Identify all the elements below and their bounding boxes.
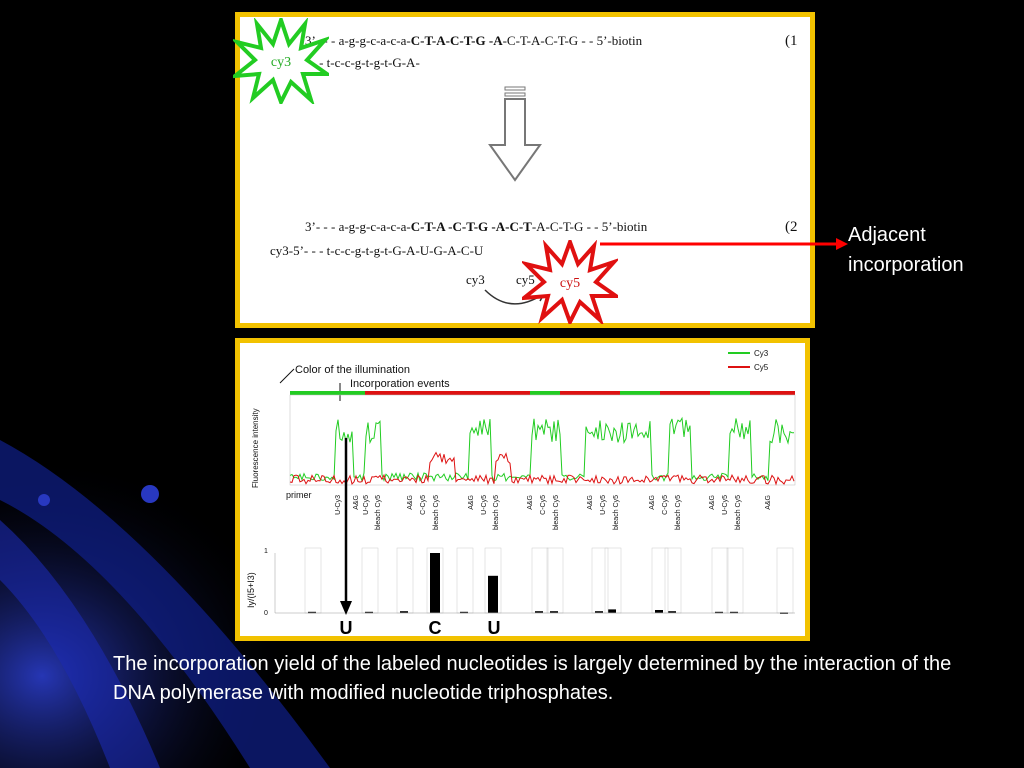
step-label: C-Cy5 — [420, 495, 427, 515]
events-annotation: Incorporation events — [350, 378, 450, 390]
step-label: bleach Cy5 — [375, 495, 382, 530]
bar-frame — [361, 547, 379, 614]
slide-caption: The incorporation yield of the labeled n… — [113, 653, 952, 704]
illumination-segment — [620, 391, 660, 395]
step-label: bleach Cy5 — [433, 495, 440, 530]
illumination-segment — [365, 391, 380, 395]
dna-sequence-panel: 3’- - - a-g-g-c-a-c-a-C-T-A-C-T-G -A-C-T… — [235, 12, 815, 328]
ratio-bar — [488, 575, 498, 613]
step-label: C-Cy5 — [540, 495, 547, 515]
bar-frame — [726, 547, 744, 614]
step-label: A&G — [765, 495, 772, 510]
bar-frame — [456, 547, 474, 614]
step-label: U-Cy3 — [335, 495, 342, 515]
step-label: U-Cy5 — [722, 495, 729, 515]
illumination-segment — [560, 391, 620, 395]
bar-frame — [776, 547, 794, 614]
callout-label: Adjacent incorporation — [848, 220, 964, 280]
bar-frame — [304, 547, 322, 614]
illumination-segment — [660, 391, 710, 395]
bar-frame — [711, 547, 729, 614]
cy3-starburst-icon: cy3 — [233, 18, 329, 104]
cy3-label: cy3 — [466, 272, 485, 287]
legend-cy5: Cy5 — [754, 363, 769, 372]
step2-template-strand: 3’- - - a-g-g-c-a-c-a-C-T-A -C-T-G -A-C-… — [305, 219, 648, 234]
step-label: A&G — [527, 495, 534, 510]
bar-frame — [664, 547, 682, 614]
step1-number: (1 — [785, 33, 798, 49]
ratio-bar — [308, 611, 316, 614]
step2-number: (2 — [785, 219, 798, 235]
cy5-starburst-icon: cy5 — [522, 240, 618, 324]
step2-primer-strand: cy3-5’- - - t-c-c-g-t-g-t-G-A-U-G-A-C-U — [270, 243, 484, 258]
step-label: A&G — [468, 495, 475, 510]
illumination-segment — [710, 391, 750, 395]
callout-line-2: incorporation — [848, 254, 964, 276]
ratio-tick-1: 1 — [264, 548, 268, 555]
ratio-bar — [668, 611, 676, 613]
illumination-segment — [380, 391, 530, 395]
bar-frame — [591, 547, 609, 614]
svg-text:cy5: cy5 — [560, 276, 580, 291]
ratio-bar — [595, 611, 603, 613]
bar-frame — [396, 547, 414, 614]
base-label: C — [429, 618, 442, 636]
illumination-segment — [350, 391, 365, 395]
step-label: bleach Cy5 — [735, 495, 742, 530]
step-label: C-Cy5 — [662, 495, 669, 515]
illumination-segment — [290, 391, 350, 395]
step-label: bleach Cy5 — [553, 495, 560, 530]
illumination-segment — [530, 391, 560, 395]
step-label: bleach Cy5 — [675, 495, 682, 530]
step-label: bleach Cy5 — [493, 495, 500, 530]
step1-template-strand: 3’- - - a-g-g-c-a-c-a-C-T-A-C-T-G -A-C-T… — [305, 33, 643, 48]
step-label: A&G — [649, 495, 656, 510]
svg-text:cy3: cy3 — [271, 55, 291, 70]
bar-frame — [531, 547, 549, 614]
ratio-bar — [400, 611, 408, 613]
legend-cy3: Cy3 — [754, 349, 769, 358]
base-label: U — [340, 618, 353, 636]
ratio-bar — [730, 611, 738, 614]
step-label: U-Cy5 — [481, 495, 488, 515]
ratio-ylabel: Iy/(I5+I3) — [246, 572, 256, 608]
step-label: bleach Cy5 — [613, 495, 620, 530]
down-arrow-icon — [488, 86, 542, 182]
bar-frame — [604, 547, 622, 614]
bar-frame — [651, 547, 669, 614]
ratio-bar — [460, 611, 468, 614]
illumination-annotation: Color of the illumination — [295, 364, 410, 376]
bar-frame — [546, 547, 564, 614]
ratio-tick-0: 0 — [264, 610, 268, 617]
fluorescence-chart: Color of the illumination Incorporation … — [246, 349, 796, 636]
primer-label: primer — [286, 490, 312, 500]
callout-arrow — [600, 238, 848, 250]
cy5-label: cy5 — [516, 272, 535, 287]
ratio-bar — [430, 553, 440, 613]
step-label: A&G — [407, 495, 414, 510]
ratio-bar — [365, 611, 373, 614]
step-label: U-Cy5 — [600, 495, 607, 515]
step-label: A&G — [709, 495, 716, 510]
base-label: U — [488, 618, 501, 636]
step-label: A&G — [353, 495, 360, 510]
ratio-bar — [715, 611, 723, 614]
ratio-bar — [535, 611, 543, 613]
fluorescence-ylabel: Fluorescence intensity — [251, 408, 260, 488]
trace-frame — [289, 394, 796, 486]
fluorescence-panel: Color of the illumination Incorporation … — [235, 338, 810, 641]
ratio-bar — [608, 609, 616, 613]
step-label: U-Cy5 — [363, 495, 370, 515]
ratio-bar — [550, 611, 558, 613]
callout-line-1: Adjacent — [848, 224, 926, 246]
illumination-segment — [750, 391, 795, 395]
ratio-bar — [655, 610, 663, 613]
cy5-trace — [289, 451, 795, 486]
cy3-trace — [289, 416, 795, 483]
step-label: A&G — [587, 495, 594, 510]
